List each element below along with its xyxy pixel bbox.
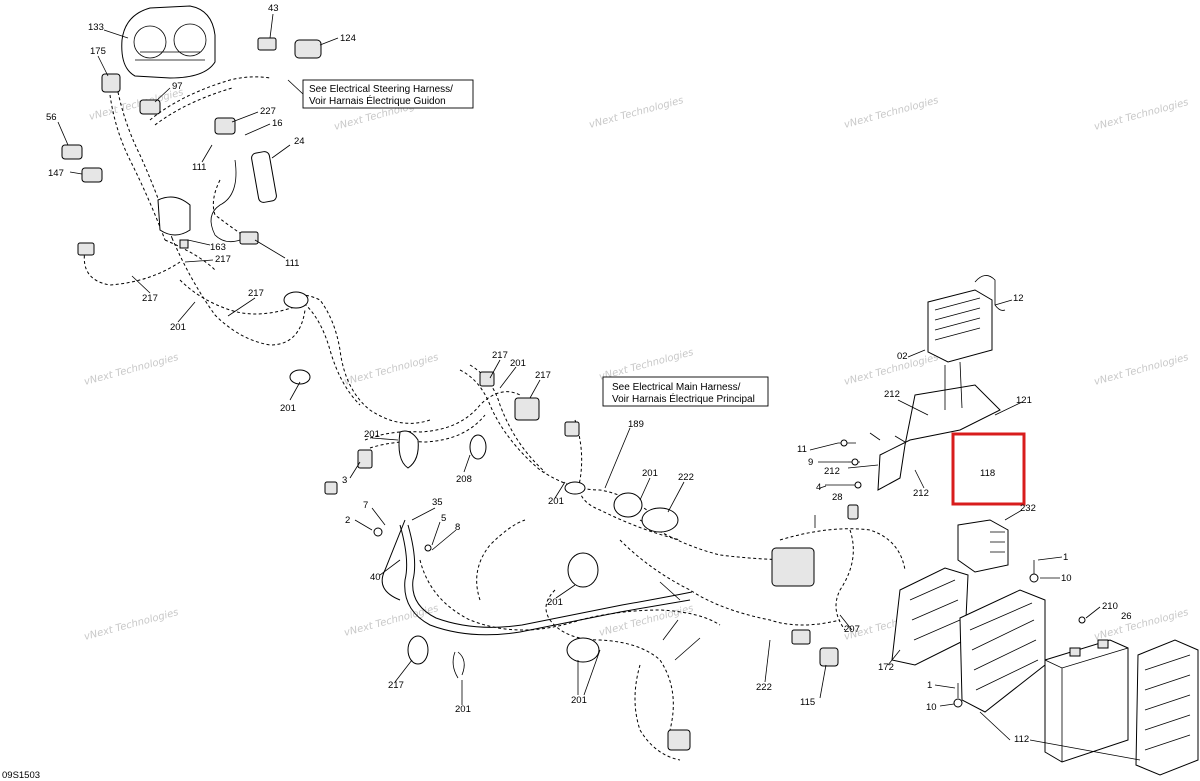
callout-147[interactable]: 147 (48, 168, 64, 179)
note-steering-harness: See Electrical Steering Harness/ Voir Ha… (287, 79, 474, 109)
instrument-cluster-part[interactable] (121, 5, 216, 79)
callout-212-c[interactable]: 212 (913, 488, 929, 499)
callout-201-e[interactable]: 201 (642, 468, 658, 479)
callout-217-e[interactable]: 217 (535, 370, 551, 381)
callout-112[interactable]: 112 (1014, 734, 1029, 745)
callout-3[interactable]: 3 (342, 475, 347, 486)
callout-2[interactable]: 2 (345, 515, 350, 526)
watermark-text: vNext Technologies (843, 95, 940, 131)
callout-10-b[interactable]: 10 (926, 702, 937, 713)
callout-24[interactable]: 24 (294, 136, 305, 147)
note-steering-en: See Electrical Steering Harness/ (309, 84, 453, 95)
callout-217-a[interactable]: 217 (215, 254, 231, 265)
callout-201-f[interactable]: 201 (548, 496, 564, 507)
note-main-harness: See Electrical Main Harness/ Voir Harnai… (602, 376, 769, 407)
watermark-text: vNext Technologies (343, 603, 440, 639)
callout-217-b[interactable]: 217 (142, 293, 158, 304)
watermark-text: vNext Technologies (83, 607, 180, 643)
watermark-text: vNext Technologies (843, 352, 940, 388)
callout-1-b[interactable]: 1 (927, 680, 932, 691)
callout-labels: 133 43 124 175 97 227 16 56 24 147 111 1… (46, 3, 1132, 745)
callout-201-i[interactable]: 201 (571, 695, 587, 706)
watermark-text: vNext Technologies (1093, 352, 1190, 388)
battery-holder-part[interactable] (1135, 639, 1199, 776)
callout-163[interactable]: 163 (210, 242, 226, 253)
callout-222-a[interactable]: 222 (678, 472, 694, 483)
ecm-bracket-part[interactable] (877, 361, 1001, 491)
fasteners (814, 432, 1086, 708)
watermark-text: vNext Technologies (343, 352, 440, 388)
callout-121[interactable]: 121 (1016, 395, 1032, 406)
watermark-text: vNext Technologies (598, 603, 695, 639)
callout-7[interactable]: 7 (363, 500, 368, 511)
callout-56[interactable]: 56 (46, 112, 57, 123)
callout-43[interactable]: 43 (268, 3, 279, 14)
callout-97[interactable]: 97 (172, 81, 183, 92)
callout-201-b[interactable]: 201 (280, 403, 296, 414)
fuse-box-mount-part[interactable] (891, 567, 969, 666)
center-components (283, 291, 839, 751)
callout-35[interactable]: 35 (432, 497, 443, 508)
watermark-layer: vNext Technologies vNext Technologies vN… (83, 87, 1190, 643)
main-harness-routing (364, 364, 906, 761)
callout-172[interactable]: 172 (878, 662, 894, 673)
steering-components (61, 37, 322, 256)
callout-5[interactable]: 5 (441, 513, 446, 524)
ecm-module-part[interactable] (927, 275, 1006, 363)
callout-201-c[interactable]: 201 (510, 358, 526, 369)
callout-1-a[interactable]: 1 (1063, 552, 1068, 563)
watermark-text: vNext Technologies (1093, 97, 1190, 133)
callout-10-a[interactable]: 10 (1061, 573, 1072, 584)
callout-208[interactable]: 208 (456, 474, 472, 485)
callout-175[interactable]: 175 (90, 46, 106, 57)
highlight-box-118[interactable] (951, 432, 1026, 506)
callout-212-b[interactable]: 212 (824, 466, 840, 477)
callout-26[interactable]: 26 (1121, 611, 1132, 622)
battery-tray-part[interactable] (959, 589, 1046, 713)
battery-cables (381, 519, 693, 636)
callout-217-c[interactable]: 217 (248, 288, 264, 299)
callout-210[interactable]: 210 (1102, 601, 1118, 612)
callout-16[interactable]: 16 (272, 118, 283, 129)
note-main-en: See Electrical Main Harness/ (612, 382, 741, 393)
watermark-text: vNext Technologies (1093, 607, 1190, 643)
callout-222-b[interactable]: 222 (756, 682, 772, 693)
callout-8-a[interactable]: 8 (455, 522, 460, 533)
callout-4[interactable]: 4 (816, 482, 821, 493)
callout-201-g[interactable]: 201 (547, 597, 563, 608)
drawing-code: 09S1503 (2, 770, 40, 781)
callout-217-d[interactable]: 217 (492, 350, 508, 361)
callout-201-h[interactable]: 201 (455, 704, 471, 715)
callout-111-upper[interactable]: 111 (192, 162, 206, 173)
callout-115[interactable]: 115 (800, 697, 815, 708)
callout-9[interactable]: 9 (808, 457, 813, 468)
leader-lines (57, 13, 1141, 761)
callout-11[interactable]: 11 (797, 444, 807, 455)
callout-02[interactable]: 02 (897, 351, 908, 362)
watermark-text: vNext Technologies (83, 352, 180, 388)
callout-12[interactable]: 12 (1013, 293, 1024, 304)
callout-232[interactable]: 232 (1020, 503, 1036, 514)
steering-harness-routing (83, 76, 431, 424)
callout-201-a[interactable]: 201 (170, 322, 186, 333)
callout-40[interactable]: 40 (370, 572, 381, 583)
callout-111-lower[interactable]: 111 (285, 258, 299, 269)
note-main-fr: Voir Harnais Électrique Principal (612, 392, 755, 405)
watermark-text: vNext Technologies (88, 87, 185, 123)
callout-118-highlighted[interactable]: 118 (980, 468, 995, 479)
callout-227[interactable]: 227 (260, 106, 276, 117)
callout-212-a[interactable]: 212 (884, 389, 900, 400)
callout-189[interactable]: 189 (628, 419, 644, 430)
callout-207[interactable]: 207 (844, 624, 860, 635)
note-steering-fr: Voir Harnais Électrique Guidon (309, 94, 446, 107)
relay-module-part[interactable] (957, 519, 1009, 573)
battery-part[interactable] (1044, 639, 1129, 763)
callout-124[interactable]: 124 (340, 33, 356, 44)
callout-201-d[interactable]: 201 (364, 429, 380, 440)
callout-133[interactable]: 133 (88, 22, 104, 33)
callout-28[interactable]: 28 (832, 492, 843, 503)
watermark-text: vNext Technologies (588, 95, 685, 131)
callout-217-f[interactable]: 217 (388, 680, 404, 691)
